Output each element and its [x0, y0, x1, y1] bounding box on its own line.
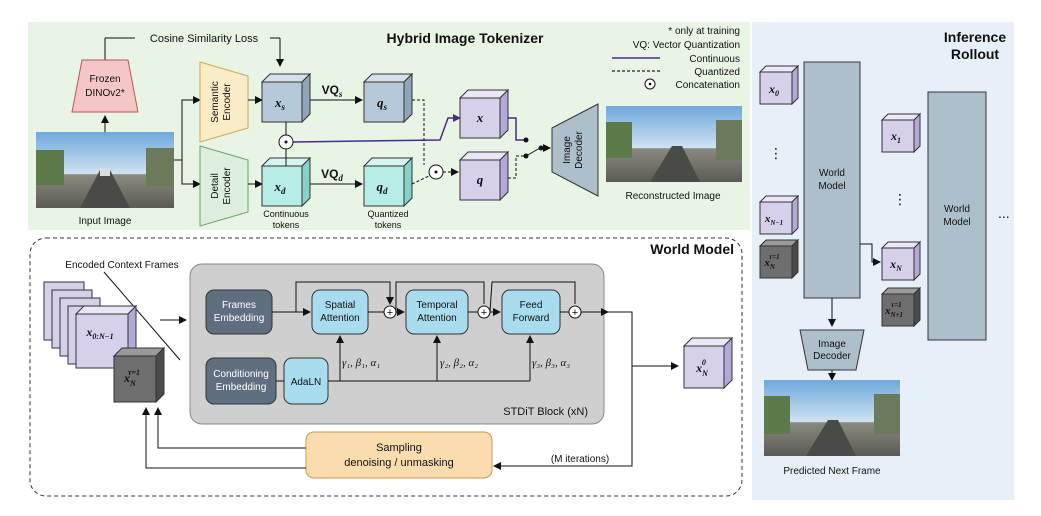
- svg-text:xd: xd: [274, 179, 287, 196]
- params-1: γ₁, β₁, α₁: [342, 357, 380, 369]
- svg-text:qs: qs: [377, 95, 388, 112]
- svg-text:x0:N−1: x0:N−1: [85, 325, 113, 341]
- detail-encoder: [199, 145, 249, 227]
- frames-embedding: [205, 289, 273, 335]
- params-2: γ₂, β₂, α₂: [440, 357, 478, 369]
- svg-text:+: +: [572, 307, 578, 319]
- conditioning-embedding: [205, 357, 277, 405]
- svg-text:x: x: [476, 110, 484, 125]
- legend-continuous: Continuous: [689, 54, 740, 65]
- feed-forward: [501, 289, 561, 335]
- svg-text:xN+1τ=1: xN+1τ=1: [884, 301, 903, 319]
- inference-xn-cube: xN: [880, 240, 922, 282]
- inference-x1-cube: x1: [880, 112, 922, 154]
- svg-text:xN: xN: [889, 257, 903, 273]
- context-frames-label: Encoded Context Frames: [65, 260, 178, 271]
- inference-next-noisy-cube: xN+1τ=1: [880, 286, 922, 328]
- stdit-label: STDiT Block (xN): [503, 406, 588, 418]
- semantic-encoder-label: SemanticEncoder: [210, 81, 233, 123]
- svg-text:xNτ=1: xNτ=1: [123, 368, 140, 388]
- context-frames-stack: x0:N−1: [43, 281, 138, 370]
- iterations-label: (M iterations): [551, 454, 609, 465]
- svg-text:qd: qd: [377, 179, 389, 196]
- inference-dots-h: ...: [998, 205, 1010, 221]
- sampling-block: [305, 431, 493, 479]
- detail-encoder-label: DetailEncoder: [210, 167, 233, 205]
- noisy-token-cube: xNτ=1: [112, 346, 166, 404]
- tokenizer-image-decoder: [551, 103, 599, 197]
- input-image: [36, 132, 174, 208]
- q-cube: q: [458, 150, 510, 202]
- inference-xn-1-cube: xN−1: [758, 194, 800, 236]
- legend-concat-dot: [648, 82, 652, 86]
- inference-x0-cube: x0: [758, 64, 800, 106]
- frozen-label: Frozen: [89, 74, 120, 85]
- world-model-title: World Model: [650, 241, 734, 257]
- switch-dot-top: [523, 137, 529, 143]
- predicted-label: Predicted Next Frame: [783, 466, 881, 477]
- reconstructed-label: Reconstructed Image: [625, 191, 720, 202]
- output-token-cube: xN0: [682, 336, 734, 390]
- svg-text:+: +: [387, 307, 393, 319]
- inference-image-decoder: [799, 329, 865, 371]
- qs-cube: qs: [362, 72, 414, 124]
- inference-noisy-cube: xNτ=1: [758, 238, 800, 280]
- vq-d-label: VQd: [321, 167, 343, 183]
- temporal-attention: [405, 289, 469, 335]
- loss-label: Cosine Similarity Loss: [150, 33, 259, 45]
- svg-text:ImageDecoder: ImageDecoder: [813, 339, 851, 362]
- inference-world-model-1: [803, 61, 861, 299]
- svg-text:xN0: xN0: [695, 358, 709, 378]
- x-cube: x: [458, 88, 510, 140]
- semantic-encoder: [199, 61, 249, 143]
- adaln-label: AdaLN: [291, 377, 322, 388]
- svg-text:x1: x1: [890, 129, 901, 145]
- legend-concatenation: Concatenation: [676, 80, 741, 91]
- legend-vq: VQ: Vector Quantization: [633, 40, 740, 51]
- predicted-image: [764, 380, 900, 456]
- qd-cube: qd: [362, 156, 414, 208]
- reconstructed-image: [606, 106, 742, 182]
- legend-note: * only at training: [668, 26, 740, 37]
- frozen-dinov2-block: [71, 59, 139, 113]
- tokenizer-decoder-label: ImageDecoder: [562, 130, 585, 168]
- svg-text:xNτ=1: xNτ=1: [763, 253, 779, 271]
- svg-text:x0: x0: [768, 82, 779, 98]
- input-image-label: Input Image: [79, 216, 132, 227]
- svg-text:xN−1: xN−1: [764, 213, 783, 227]
- spatial-attention: [311, 289, 369, 335]
- continuous-path: [292, 114, 461, 143]
- inference-dots-2: ⋮: [893, 191, 907, 207]
- xs-cube: xs: [260, 72, 312, 124]
- tokenizer-title: Hybrid Image Tokenizer: [387, 30, 544, 46]
- svg-text:q: q: [477, 172, 484, 187]
- inference-dots-1: ⋮: [769, 145, 783, 161]
- dinov2-label: DINOv2*: [85, 88, 125, 99]
- inference-world-model-2: [927, 91, 987, 341]
- legend-quantized: Quantized: [694, 67, 740, 78]
- svg-text:xs: xs: [274, 95, 286, 112]
- vq-s-label: VQs: [322, 83, 343, 99]
- params-3: γ₃, β₃, α₃: [532, 357, 570, 369]
- svg-text:+: +: [481, 307, 487, 319]
